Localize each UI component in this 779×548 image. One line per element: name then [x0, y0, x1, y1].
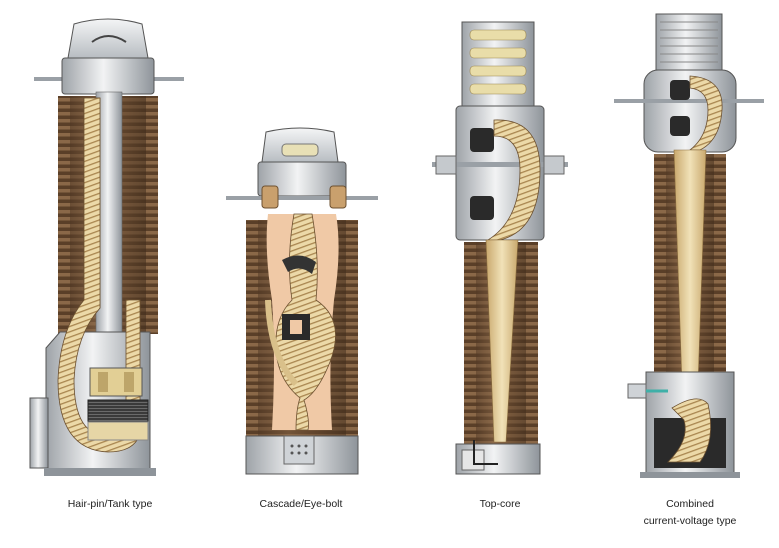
secondary-terminal-box — [29, 397, 49, 469]
terminal-rod — [226, 196, 378, 200]
top-core — [470, 128, 494, 152]
caption-hairpin: Hair-pin/Tank type — [67, 498, 153, 510]
caption-cascade: Cascade/Eye-bolt — [259, 498, 343, 510]
lead-insulation — [485, 239, 519, 443]
secondary-winding — [87, 399, 149, 423]
terminal-box — [283, 435, 315, 465]
hairpin-tank-transformer — [29, 18, 184, 476]
caption-topcore: Top-core — [479, 498, 521, 510]
terminal-rod — [432, 162, 568, 167]
base-frame — [640, 472, 740, 478]
cascade-eyebolt-transformer — [226, 127, 378, 475]
caption-combined: Combined current-voltage type — [620, 496, 760, 530]
caption-combined-line1: Combined — [666, 498, 714, 510]
top-core-transformer — [432, 21, 568, 475]
ct-core — [670, 80, 690, 100]
head-housing — [61, 57, 155, 95]
expansion-dome — [67, 18, 149, 59]
combined-current-voltage-transformer — [614, 13, 764, 478]
caption-combined-line2: current-voltage type — [643, 515, 737, 527]
ct-core — [89, 367, 143, 397]
vt-winding — [667, 398, 712, 463]
metal-bellows — [655, 13, 723, 71]
terminal-rod — [614, 99, 764, 103]
base-frame — [44, 468, 156, 476]
